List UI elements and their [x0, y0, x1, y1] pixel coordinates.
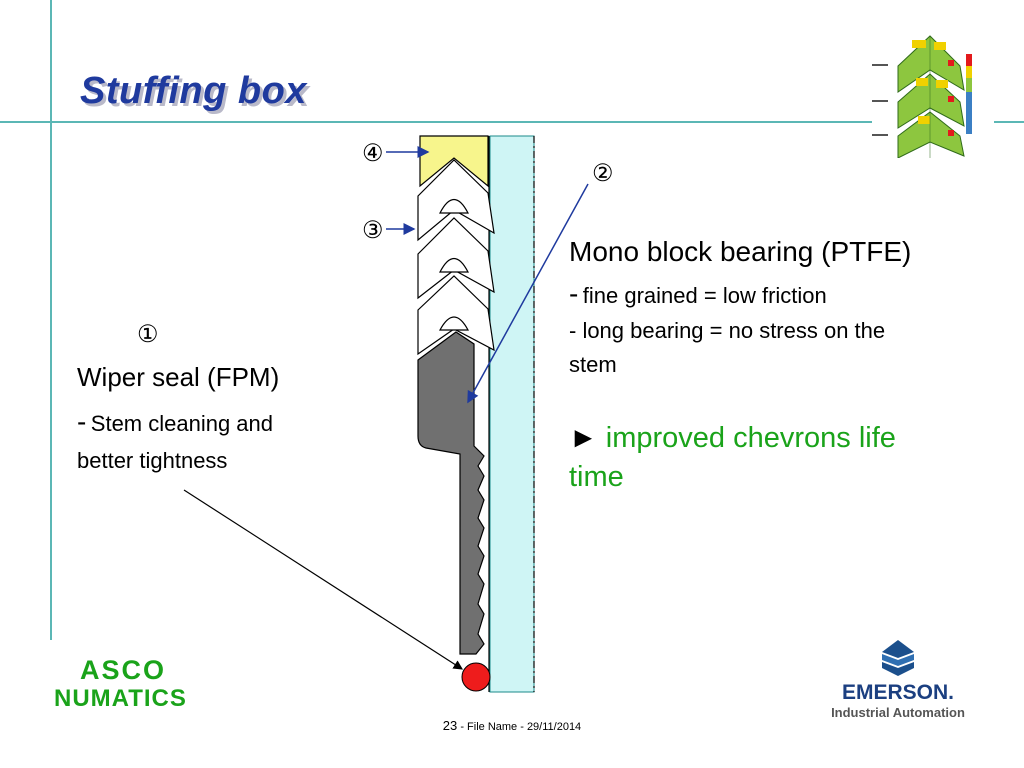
title-underline — [0, 121, 1024, 123]
bearing-heading: Mono block bearing (PTFE) — [569, 236, 912, 267]
asco-logo-line1: ASCO — [80, 655, 167, 685]
result-arrow-icon: ► — [569, 422, 598, 454]
wiper-heading: Wiper seal (FPM) — [77, 362, 280, 392]
wiper-description: - Stem cleaning and — [77, 404, 377, 445]
bearing-point1: - fine grained = low friction — [569, 278, 827, 315]
arrow-callout-2 — [467, 183, 589, 404]
bearing-line3: stem — [569, 352, 617, 377]
asco-logo-line2: NUMATICS — [54, 685, 187, 712]
result-line1: ► improved chevrons life — [569, 420, 896, 456]
emerson-emblem-icon — [882, 640, 914, 676]
callout-1: ① — [137, 321, 159, 348]
wiper-line2: better tightness — [77, 448, 228, 473]
left-accent-line — [50, 0, 52, 640]
callout-2: ② — [592, 160, 614, 187]
slide-footer: 23 - File Name - 29/11/2014 — [0, 718, 1024, 733]
result-text: improved chevrons life — [605, 422, 896, 454]
chevron-ring-2 — [417, 217, 495, 300]
callout-3: ③ — [362, 217, 384, 244]
valve-stem — [489, 135, 535, 693]
fea-simulation-thumbnail — [872, 30, 994, 158]
bearing-line1: fine grained = low friction — [582, 283, 827, 308]
result-line2: time — [569, 461, 624, 493]
wiper-dash: - — [77, 406, 87, 437]
emerson-logo-line1: EMERSON. — [841, 681, 954, 704]
chevron-ring-3 — [417, 275, 495, 356]
asco-numatics-logo: ASCO NUMATICS — [54, 655, 204, 713]
page-number: 23 — [442, 718, 458, 733]
wiper-line1: Stem cleaning and — [90, 411, 274, 436]
chevron-top-ring — [419, 135, 489, 188]
emerson-logo-line2: Industrial Automation — [831, 705, 965, 720]
chevron-ring-1-inner — [439, 198, 469, 214]
chevron-ring-3-inner — [438, 316, 470, 331]
arrow-callout-1 — [183, 489, 464, 670]
callout-4: ④ — [362, 140, 384, 167]
bearing-dash: - — [569, 278, 579, 309]
bearing-line2: - long bearing = no stress on the — [569, 318, 886, 343]
footer-text: - File Name - 29/11/2014 — [457, 721, 582, 733]
wiper-seal — [461, 662, 491, 692]
emerson-logo: EMERSON. Industrial Automation — [818, 638, 978, 721]
chevron-ring-2-inner — [439, 257, 469, 273]
slide-title: Stuffing box — [80, 70, 307, 112]
mono-block-bearing — [417, 331, 485, 655]
